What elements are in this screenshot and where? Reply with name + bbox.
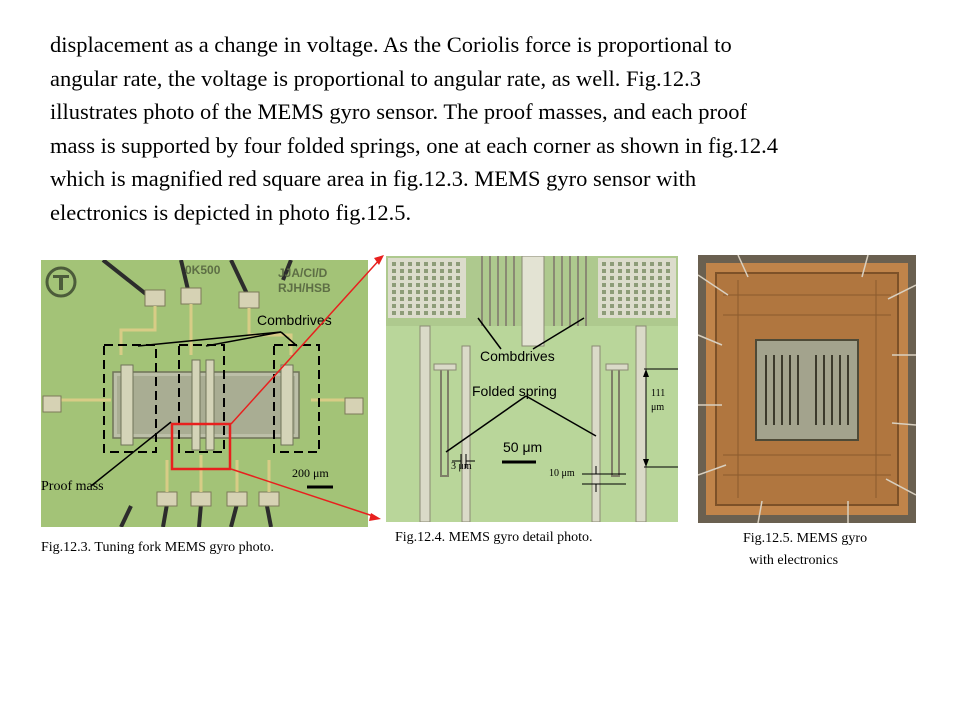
fig4-scale-10-label: 10 μm [549,468,575,479]
tuning-fork-gyro-drawing [41,260,368,527]
gyro-with-electronics-drawing [698,255,916,523]
paragraph-line: electronics is depicted in photo fig.12.… [50,199,412,225]
paragraph-line: angular rate, the voltage is proportiona… [50,65,702,91]
fig-12-4-caption: Fig.12.4. MEMS gyro detail photo. [395,530,593,545]
fig4-scale-50-label: 50 μm [503,439,543,455]
paragraph-line: which is magnified red square area in fi… [50,166,697,191]
paragraph-line: mass is supported by four folded springs… [50,132,778,158]
fig3-chip-text-bottom: RJH/HSB [278,281,331,295]
fig4-combdrives-label: Combdrives [480,348,555,364]
fig-12-5-photo [698,255,916,523]
fig4-scale-3-label: 3 μm [451,461,472,472]
fig3-combdrives-label: Combdrives [257,312,332,328]
fig3-scale-label: 200 μm [292,466,329,480]
fig-12-3-photo [41,260,368,527]
fig-12-4-photo [386,256,678,522]
paragraph-line: displacement as a change in voltage. As … [50,32,732,57]
fig4-scale-111-unit: μm [651,402,665,413]
body-paragraph: displacement as a change in voltage. As … [50,28,930,229]
fig-12-5-caption-line1: Fig.12.5. MEMS gyro [743,531,868,546]
gyro-detail-drawing [386,256,678,522]
fig3-chip-text-side: 0K500 [185,263,221,277]
fig3-proof-mass-label: Proof mass [41,479,104,494]
fig4-scale-111-label: 111 [651,388,666,399]
fig-12-3-caption: Fig.12.3. Tuning fork MEMS gyro photo. [41,540,274,555]
fig-12-5-caption-line2: with electronics [749,553,839,568]
fig4-folded-spring-label: Folded spring [472,383,557,399]
paragraph-line: illustrates photo of the MEMS gyro senso… [50,99,747,124]
fig3-chip-text-top: JJA/CI/D [278,266,328,280]
